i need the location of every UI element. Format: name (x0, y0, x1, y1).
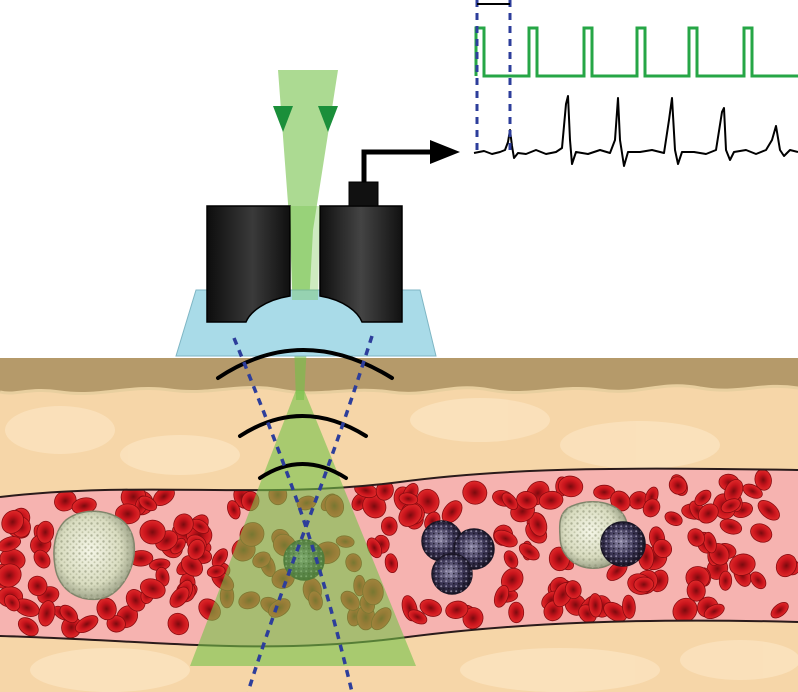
red-blood-cell-icon (4, 593, 21, 612)
laser-arrow-right (318, 106, 338, 132)
fat-lobules (5, 398, 798, 692)
red-blood-cell-icon (770, 602, 789, 619)
red-blood-cell-icon (750, 571, 767, 590)
transducer-connector (348, 181, 379, 207)
red-blood-cell-icon (38, 600, 56, 627)
red-blood-cell-icon (384, 553, 399, 574)
red-blood-cell-icon (169, 586, 190, 608)
laser-beam-lower (190, 390, 416, 666)
red-blood-cell-icon (140, 578, 166, 599)
white-blood-cell-icon (53, 510, 135, 601)
red-blood-cell-icon (462, 480, 488, 505)
focus-zone-lines (232, 335, 374, 692)
red-blood-cell-icon (167, 612, 190, 636)
red-blood-cell-icon (398, 492, 419, 506)
red-blood-cell-icon (719, 518, 743, 535)
circulating-tumor-cell-icon (600, 521, 646, 567)
ultrasound-transducer-icon (175, 181, 437, 357)
transducer-housing-right (319, 205, 403, 323)
red-blood-cell-icon (516, 491, 538, 510)
red-blood-cell-icon (493, 584, 510, 608)
laser-beam-through-housing (290, 206, 320, 300)
red-blood-cell-icon (668, 476, 688, 495)
skin-surface-highlight (0, 384, 798, 396)
red-blood-cell-icon (173, 513, 194, 536)
circulating-tumor-cell-icon (421, 520, 463, 562)
red-blood-cell-icon (501, 492, 519, 511)
red-blood-cell-icon (115, 503, 141, 525)
red-blood-cell-icon (729, 553, 756, 576)
transducer-housing-left (206, 205, 291, 323)
red-blood-cell-icon (697, 503, 719, 524)
red-blood-cell-icon (703, 603, 725, 620)
red-blood-cell-icon (538, 490, 564, 510)
photoacoustic-signal-trace (473, 95, 798, 167)
red-blood-cell-icon (686, 579, 706, 602)
red-blood-cell-icon (664, 511, 683, 526)
red-blood-cell-icon (0, 536, 22, 552)
red-blood-cell-icon (564, 580, 582, 600)
red-blood-cell-icon (775, 554, 797, 578)
red-blood-cell-icon (642, 498, 661, 518)
red-blood-cell-icon (672, 597, 698, 623)
laser-beam-upper (278, 70, 338, 400)
acoustic-waves (216, 348, 394, 480)
tumor-cell-cluster (421, 520, 495, 595)
red-blood-cell-icon (59, 604, 79, 623)
red-blood-cell-icon (718, 570, 733, 591)
red-blood-cell-icon (419, 598, 442, 617)
acoustic-wave (238, 414, 368, 438)
red-blood-cell-icon (106, 615, 126, 633)
red-blood-cell-icon (652, 539, 673, 558)
red-blood-cell-icon (757, 500, 780, 521)
red-blood-cell-icon (36, 520, 55, 544)
skin-surface (0, 358, 798, 394)
red-blood-cell-icon (75, 615, 99, 634)
red-blood-cell-icon (27, 575, 48, 597)
red-blood-cell-icon (588, 593, 603, 618)
red-blood-cell-icon (687, 528, 705, 547)
red-blood-cell-icon (493, 529, 518, 548)
red-blood-cell-icon (227, 500, 241, 520)
red-blood-cell-icon (703, 531, 717, 554)
vessel-wall-top (0, 467, 798, 498)
laser-pulse-trace (474, 26, 798, 78)
red-blood-cell-icon (187, 538, 206, 560)
red-blood-cell-icon (558, 475, 584, 498)
red-blood-cell-icon (503, 550, 519, 569)
acoustic-wave (258, 462, 348, 480)
red-blood-cell-icon (398, 503, 423, 527)
circulating-tumor-cell-icon (431, 553, 473, 595)
red-blood-cell-icon (622, 594, 636, 619)
red-blood-cell-icon (750, 523, 773, 543)
red-blood-cell-icon (508, 601, 525, 624)
red-blood-cell-icon (445, 600, 469, 619)
red-blood-cell-icon (138, 495, 158, 512)
red-blood-cell-icon (603, 601, 628, 622)
red-blood-cell-icon (407, 609, 428, 625)
red-blood-cell-icon (1, 509, 25, 534)
red-blood-cell-icon (17, 617, 39, 637)
red-blood-cell-icon (694, 489, 712, 507)
red-blood-cell-icon (33, 549, 51, 569)
red-blood-cell-icon (0, 563, 22, 588)
focus-line-right (246, 335, 374, 692)
red-blood-cell-icon (518, 543, 540, 561)
red-blood-cell-icon (633, 576, 655, 593)
red-blood-cell-icon (380, 516, 398, 536)
red-blood-cell-icon (139, 519, 166, 545)
acoustic-wave (216, 348, 394, 380)
red-blood-cell-icon (720, 498, 741, 514)
laser-beam (190, 70, 416, 666)
arrow-right-icon (361, 140, 460, 182)
red-blood-cell-icon (206, 565, 226, 578)
laser-arrow-left (273, 106, 293, 132)
signal-panel (473, 0, 798, 167)
